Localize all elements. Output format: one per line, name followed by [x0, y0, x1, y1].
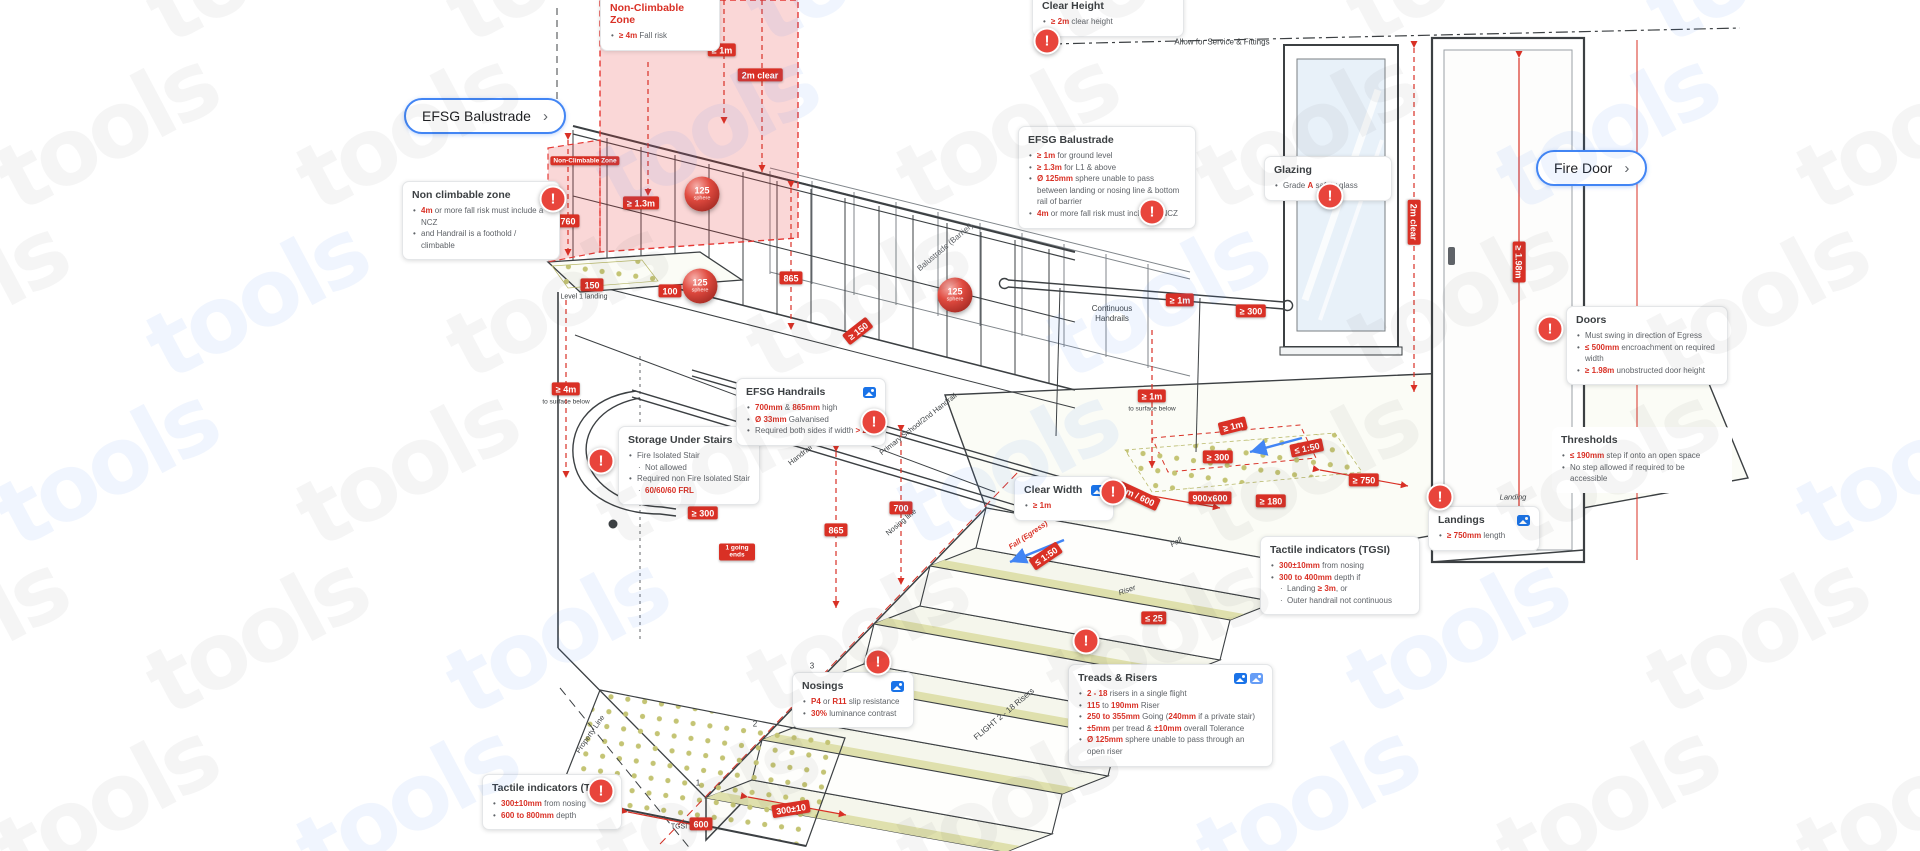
note-non-climbable: Non climbable zone 4m or more fall risk …: [402, 181, 560, 261]
dim-tag: ≥ 4m: [551, 382, 581, 396]
fire-door-button[interactable]: Fire Door ›: [1536, 150, 1648, 186]
dim-tag: 150: [580, 278, 604, 292]
sphere-125-marker[interactable]: 125 sphere: [937, 277, 973, 313]
dim-tag: ≥ 300: [1202, 450, 1234, 464]
dim-tag: 865: [779, 271, 803, 285]
to-surface-label: to surface below: [542, 398, 590, 406]
dim-tag: ≥ 1.98m: [1512, 241, 1526, 283]
note-clear-width: Clear Width ≥ 1m: [1014, 476, 1114, 521]
step-number: 3: [809, 661, 815, 671]
alert-marker[interactable]: !: [1099, 478, 1127, 506]
note-storage: Storage Under Stairs Fire Isolated Stair…: [618, 426, 760, 506]
alert-marker[interactable]: !: [1138, 198, 1166, 226]
step-number: 2: [752, 719, 758, 729]
alert-marker[interactable]: !: [587, 777, 615, 805]
note-doors: Doors Must swing in direction of Egress …: [1566, 306, 1728, 386]
sphere-125-marker[interactable]: 125 sphere: [684, 176, 720, 212]
dim-tag: ≤ 25: [1141, 611, 1167, 625]
landing-label: Landing: [1499, 492, 1527, 502]
photo-icon[interactable]: [1234, 672, 1247, 684]
photo-icon[interactable]: [1250, 672, 1263, 684]
note-clear-height: Clear Height ≥ 2m clear height: [1032, 0, 1184, 37]
dim-tag: 865: [824, 523, 848, 537]
alert-marker[interactable]: !: [539, 185, 567, 213]
alert-marker[interactable]: !: [860, 408, 888, 436]
dim-tag: 2m clear: [737, 68, 783, 82]
dim-tag: 1 going ends: [719, 543, 755, 561]
dim-tag: 600: [689, 817, 713, 831]
ncz-badge: Non-Climbable Zone: [550, 156, 620, 166]
step-number: 1: [695, 778, 701, 788]
alert-marker[interactable]: !: [1426, 483, 1454, 511]
alert-marker[interactable]: !: [1072, 627, 1100, 655]
dim-tag: 2m clear: [1407, 199, 1421, 245]
dim-tag: ≥ 750: [1348, 473, 1380, 487]
dim-tag: 700: [889, 501, 913, 515]
note-efsg-balustrade: EFSG Balustrade ≥ 1m for ground level ≥ …: [1018, 126, 1196, 229]
note-handrails: EFSG Handrails 700mm & 865mm high Ø 33mm…: [736, 378, 886, 446]
chevron-right-icon: ›: [542, 107, 548, 125]
to-surface-label: to surface below: [1128, 405, 1176, 413]
far-balustrade: [769, 167, 1191, 377]
allow-service-label: Allow for Service & Fittings: [1174, 37, 1270, 47]
photo-icon[interactable]: [1517, 514, 1530, 526]
note-ncz: Non-Climbable Zone ≥ 4m Fall risk: [600, 0, 720, 51]
dim-tag: ≥ 1m: [1165, 293, 1195, 307]
note-nosings: Nosings P4 or R11 slip resistance 30% lu…: [792, 672, 914, 729]
chevron-right-icon: ›: [1624, 159, 1630, 177]
alert-marker[interactable]: !: [1033, 27, 1061, 55]
dim-tag: ≥ 1.3m: [623, 196, 659, 210]
alert-marker[interactable]: !: [1536, 315, 1564, 343]
dim-tag: 100: [658, 284, 682, 298]
dim-tag: ≥ 300: [687, 506, 719, 520]
note-thresholds: Thresholds ≤ 190mm step if onto an open …: [1552, 427, 1732, 493]
note-treads-risers: Treads & Risers 2 - 18 risers in a singl…: [1068, 664, 1273, 767]
upper-flight-balustrade: [572, 125, 1076, 409]
alert-marker[interactable]: !: [1316, 182, 1344, 210]
dim-tag: ≥ 300: [1235, 304, 1267, 318]
sphere-125-marker[interactable]: 125 sphere: [682, 268, 718, 304]
dim-tag: ≥ 180: [1255, 494, 1287, 508]
note-landings: Landings ≥ 750mm length: [1428, 506, 1540, 551]
photo-icon[interactable]: [863, 386, 876, 398]
tgsi-label: TGSI: [670, 823, 688, 831]
dim-tag: ≥ 1m: [1137, 389, 1167, 403]
efsg-balustrade-button[interactable]: EFSG Balustrade ›: [404, 98, 566, 134]
alert-marker[interactable]: !: [587, 447, 615, 475]
photo-icon[interactable]: [891, 680, 904, 692]
dim-tag: 900x600: [1188, 491, 1232, 505]
continuous-handrails-label: Continuous Handrails: [1091, 304, 1133, 323]
note-tgsi-right: Tactile indicators (TGSI) 300±10mm from …: [1260, 536, 1420, 616]
level1-landing-label: Level 1 landing: [560, 293, 608, 301]
alert-marker[interactable]: !: [864, 648, 892, 676]
